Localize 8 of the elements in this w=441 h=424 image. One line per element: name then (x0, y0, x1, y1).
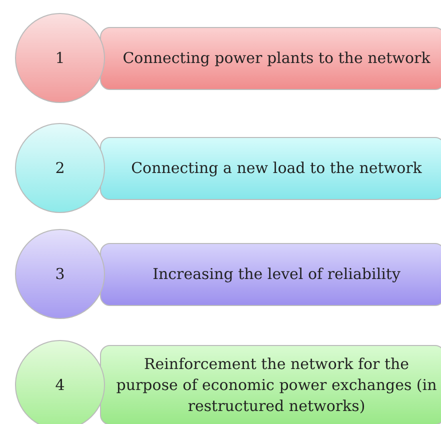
number-circle: 1 (15, 13, 105, 103)
number-circle: 4 (15, 340, 105, 424)
step-box: Increasing the level of reliability (100, 243, 441, 306)
number-circle: 3 (15, 229, 105, 319)
step-box: Reinforcement the network for the purpose of economic power exchanges (in restructured networks) (100, 345, 441, 424)
step-box: Connecting power plants to the network (100, 27, 441, 90)
number-circle: 2 (15, 123, 105, 213)
step-box: Connecting a new load to the network (100, 137, 441, 200)
